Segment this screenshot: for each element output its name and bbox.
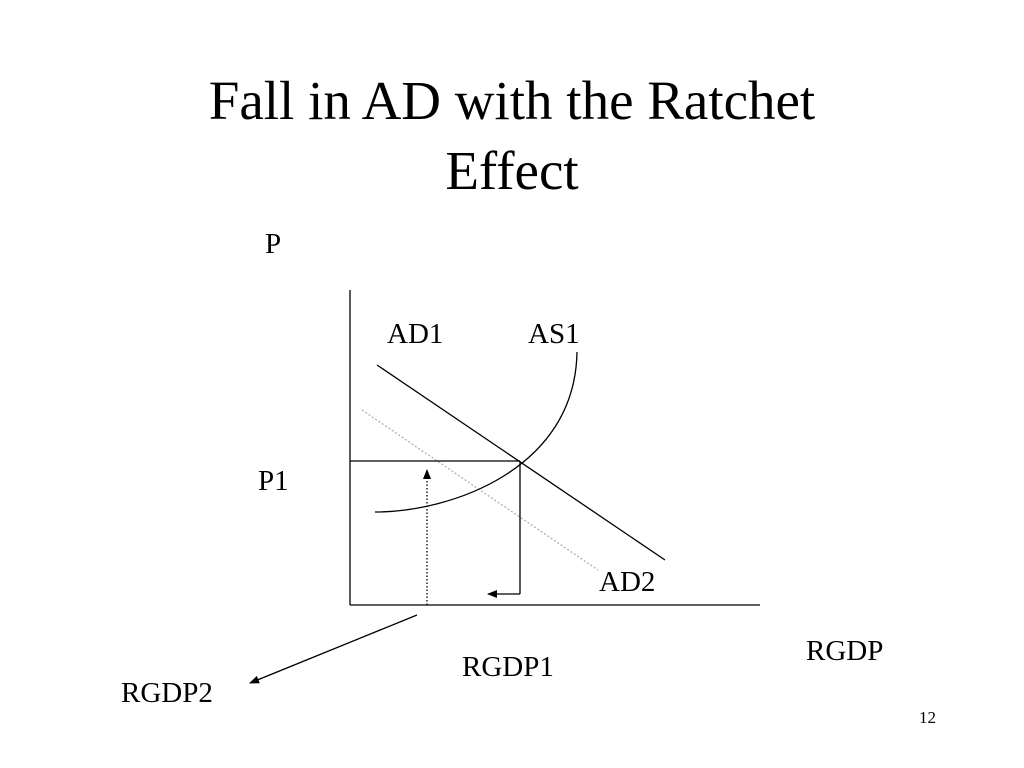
title-line-2: Effect — [445, 140, 579, 201]
ad1-label: AD1 — [387, 318, 444, 350]
title-line-1: Fall in AD with the Ratchet — [208, 70, 816, 131]
slide-number: 12 — [919, 708, 936, 727]
rgdp1-label: RGDP1 — [462, 651, 554, 683]
ad2-label: AD2 — [599, 566, 656, 598]
as1-label: AS1 — [528, 318, 580, 350]
as1-curve — [374, 351, 578, 513]
x-axis-label: RGDP — [806, 635, 884, 667]
rgdp2-label: RGDP2 — [121, 677, 213, 709]
y-axis-label: P — [265, 228, 282, 260]
ad2-curve — [361, 409, 599, 571]
p1-label: P1 — [258, 465, 289, 497]
ad1-curve — [376, 364, 666, 561]
slide-title: Fall in AD with the Ratchet Effect — [0, 66, 1024, 206]
rgdp2-pointer-arrow — [249, 614, 418, 684]
